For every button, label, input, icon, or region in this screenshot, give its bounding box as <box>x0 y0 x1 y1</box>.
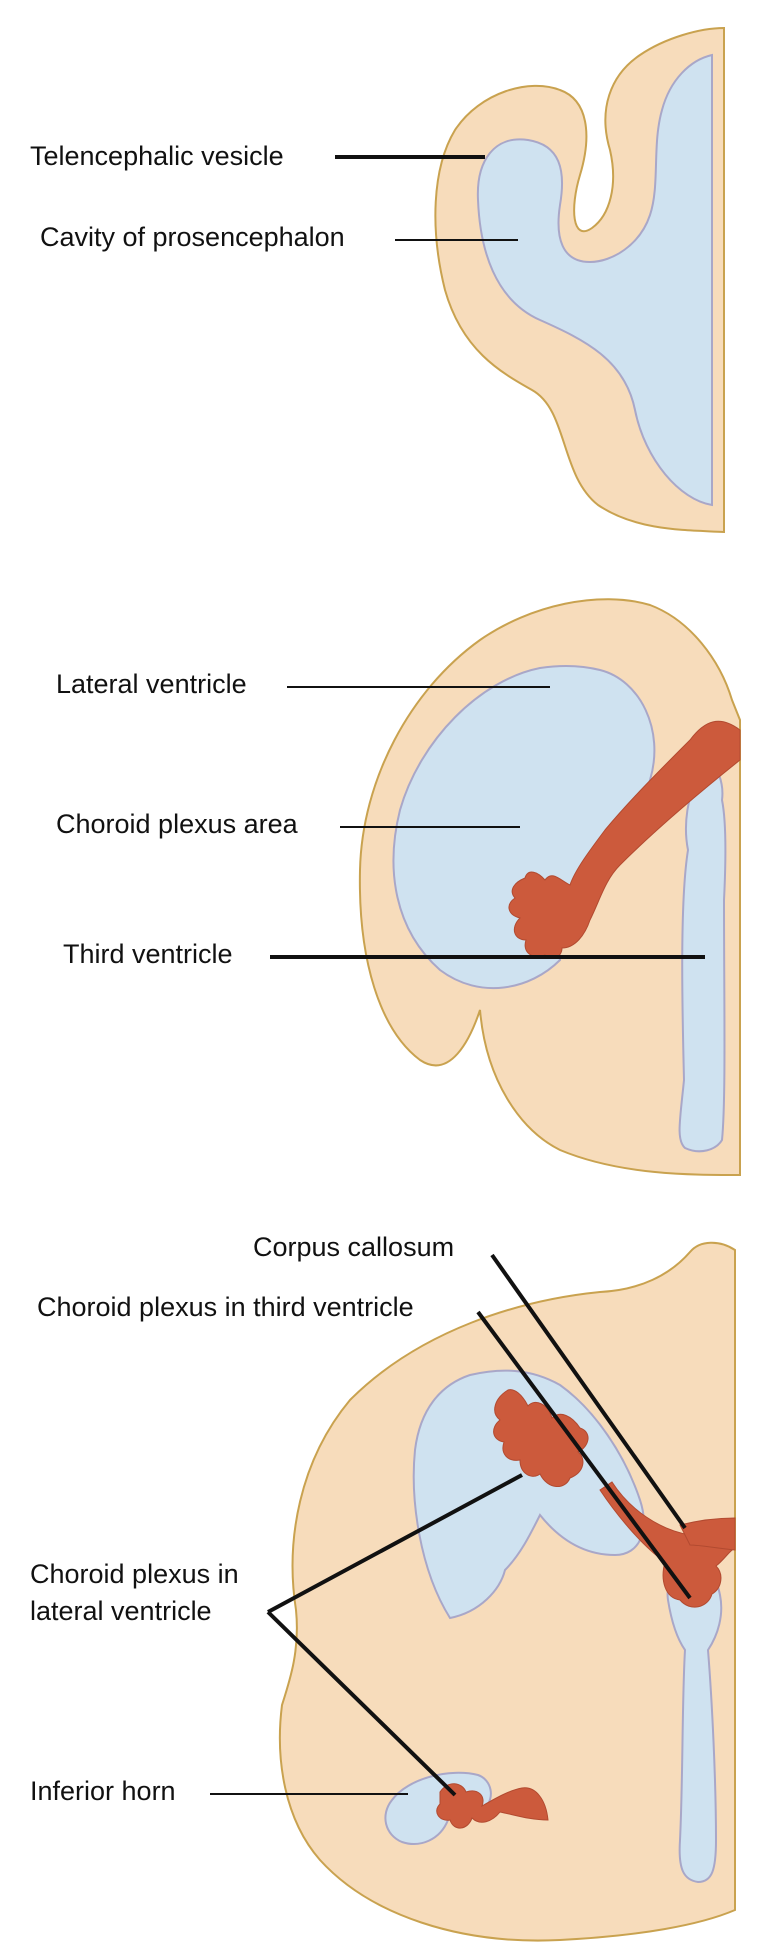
prosencephalon-cavity <box>476 53 713 507</box>
label-choroid-plexus-third-ventricle: Choroid plexus in third ventricle <box>37 1292 414 1322</box>
panel-bottom: Corpus callosum Choroid plexus in third … <box>30 1232 736 1942</box>
label-cavity-of-prosencephalon: Cavity of prosencephalon <box>40 222 345 252</box>
choroid-plexus-lateral-ventricle-bottom <box>493 1389 589 1487</box>
label-lateral-ventricle: Lateral ventricle <box>56 669 247 699</box>
label-inferior-horn: Inferior horn <box>30 1776 176 1806</box>
hemisphere-tissue-bottom <box>278 1241 736 1942</box>
leader-choroid-plexus-lateral-lower <box>266 1610 457 1797</box>
leader-choroid-plexus-lateral-upper <box>267 1473 523 1614</box>
label-third-ventricle: Third ventricle <box>63 939 233 969</box>
top-labels: Telencephalic vesicle Cavity of prosence… <box>30 141 518 252</box>
leader-corpus-callosum <box>490 1253 687 1530</box>
leader-choroid-plexus-third-ventricle <box>476 1310 692 1600</box>
label-choroid-plexus-lateral-line2: lateral ventricle <box>30 1596 212 1626</box>
panel-middle: Lateral ventricle Choroid plexus area Th… <box>56 598 741 1177</box>
label-telencephalic-vesicle: Telencephalic vesicle <box>30 141 284 171</box>
label-choroid-plexus-area: Choroid plexus area <box>56 809 299 839</box>
label-corpus-callosum: Corpus callosum <box>253 1232 454 1262</box>
choroid-plexus-inferior-horn <box>436 1783 549 1829</box>
choroid-plexus-middle <box>508 720 741 959</box>
panel-top: Telencephalic vesicle Cavity of prosence… <box>30 26 725 534</box>
label-choroid-plexus-lateral-line1: Choroid plexus in <box>30 1559 239 1589</box>
third-ventricle-cavity-bottom <box>666 1565 723 1884</box>
middle-labels: Lateral ventricle Choroid plexus area Th… <box>56 669 705 969</box>
bottom-labels: Corpus callosum Choroid plexus in third … <box>30 1232 692 1806</box>
corpus-callosum <box>679 1517 736 1551</box>
